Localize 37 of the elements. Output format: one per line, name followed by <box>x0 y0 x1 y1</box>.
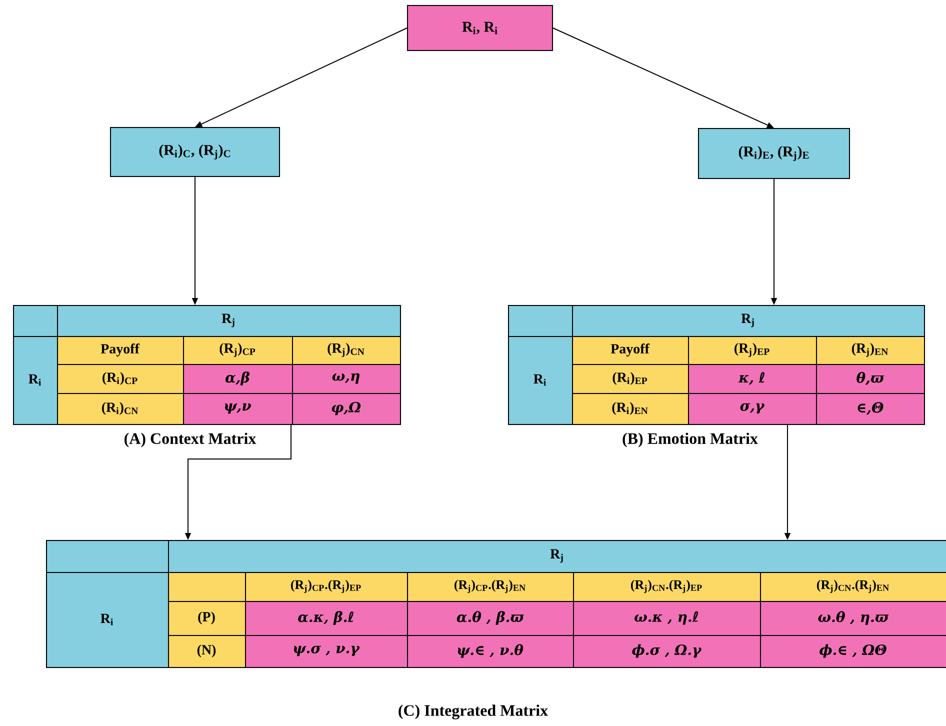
table-cell: ω.θ , η.ϖ <box>760 601 946 636</box>
table-cell: ω,η <box>292 364 401 394</box>
table-cell: (R$_{j}$)$_{CP}$ <box>183 336 293 365</box>
table-cell: α,β <box>183 364 293 394</box>
table-cell: Payoff <box>572 336 689 365</box>
table-cell: (R$_{j}$)$_{EN}$ <box>816 336 925 365</box>
table-cell: θ,ϖ <box>816 364 925 394</box>
table-cell: (R$_{j}$)$_{CN}$.(R$_{j}$)$_{EP}$ <box>573 572 761 602</box>
table-cell: α.θ , β.ϖ <box>407 601 574 636</box>
table-cell: (R$_{i}$)$_{CN}$ <box>57 393 184 425</box>
table-cell: κ, ℓ <box>688 364 817 394</box>
table-cell: (R$_{i}$)$_{EN}$ <box>572 393 689 425</box>
table-cell: ϕ.∈ , ΩΘ <box>760 635 946 668</box>
table-cell: ∈,Θ <box>816 393 925 425</box>
process-box: (R$_{i}$)$_{C}$, (R$_{j}$)$_{C}$ <box>110 127 280 177</box>
table-title: (C) Integrated Matrix <box>398 704 548 720</box>
table-cell: ω.κ , η.ℓ <box>573 601 761 636</box>
table-cell: ψ.∈ , ν.θ <box>407 635 574 668</box>
table-title: (B) Emotion Matrix <box>622 432 758 448</box>
table-cell: σ,γ <box>688 393 817 425</box>
table-cell: Payoff <box>57 336 184 365</box>
table-cell: ψ,ν <box>183 393 293 425</box>
table-cell: α.κ, β.ℓ <box>245 601 408 636</box>
table-cell: (R$_{i}$)$_{EP}$ <box>572 364 689 394</box>
table-cell: ϕ.σ , Ω.γ <box>573 635 761 668</box>
table-cell: φ,Ω <box>292 393 401 425</box>
table-cell: (R$_{i}$)$_{CP}$ <box>57 364 184 394</box>
table-cell: (P) <box>168 601 246 636</box>
table-cell: (R$_{j}$)$_{CN}$ <box>292 336 401 365</box>
table-cell: (R$_{j}$)$_{CN}$.(R$_{j}$)$_{EN}$ <box>760 572 946 602</box>
table-cell: (N) <box>168 635 246 668</box>
table-cell: ψ.σ , ν.γ <box>245 635 408 668</box>
table-cell: (R$_{j}$)$_{CP}$.(R$_{j}$)$_{EN}$ <box>407 572 574 602</box>
table-cell: (R$_{j}$)$_{EP}$ <box>688 336 817 365</box>
process-box: R$_{i}$, R$_{i}$ <box>407 5 553 51</box>
table-title: (A) Context Matrix <box>124 432 256 448</box>
process-box: (R$_{i}$)$_{E}$, (R$_{j}$)$_{E}$ <box>698 128 850 179</box>
